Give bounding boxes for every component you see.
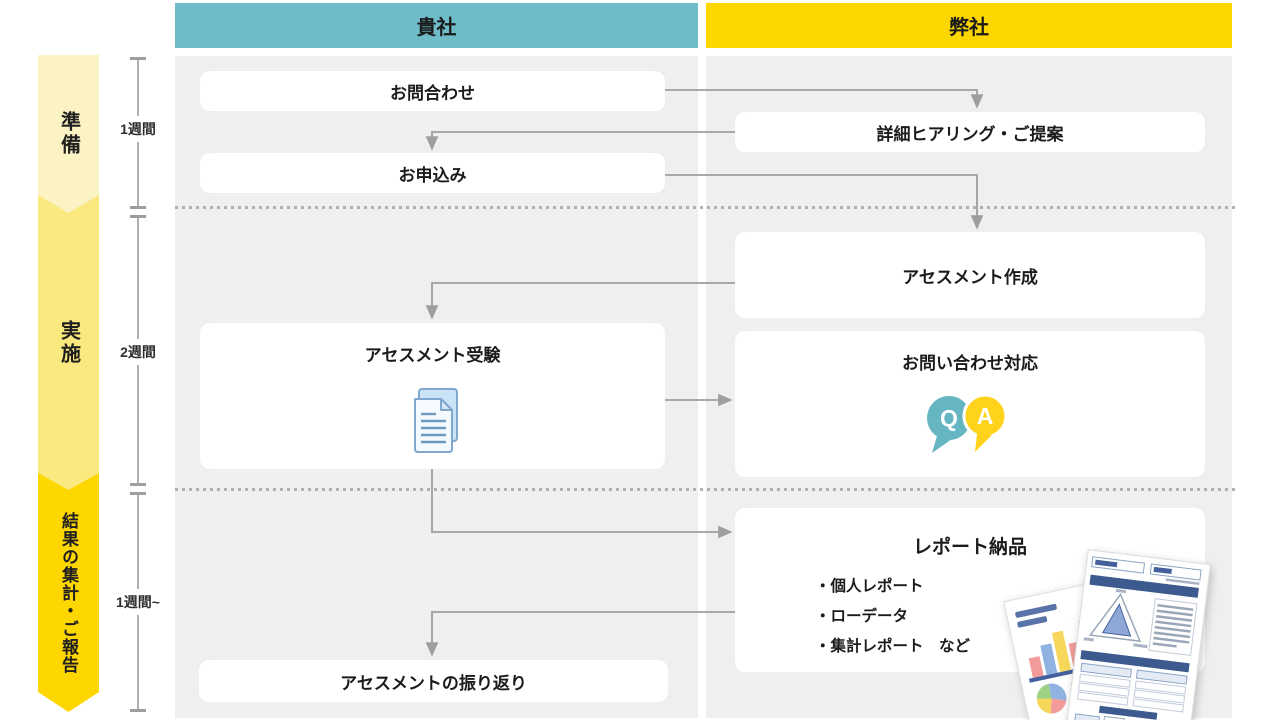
- client-column-label: 貴社: [416, 17, 457, 39]
- phase-ribbon-report: 結果の集計・ご報告: [38, 473, 99, 712]
- report-items-list: ・個人レポート ・ローデータ ・集計レポート など: [815, 572, 970, 662]
- assessment-taking-label: アセスメント受験: [364, 346, 501, 365]
- assessment-review-box: アセスメントの振り返り: [199, 660, 668, 702]
- phase-label-execution: 実施: [57, 319, 80, 366]
- timeline-tick: [130, 709, 146, 712]
- qa-a-letter: A: [977, 403, 994, 429]
- timeline-tick: [130, 206, 146, 209]
- phase-label-report: 結果の集計・ご報告: [59, 511, 78, 674]
- report-item: ・個人レポート: [815, 578, 924, 595]
- timeline-tick: [130, 57, 146, 60]
- phase-ribbon-preparation: 準備: [38, 55, 99, 213]
- report-item: ・集計レポート など: [815, 638, 971, 655]
- inquiry-support-label: お問い合わせ対応: [902, 354, 1038, 373]
- phase-ribbon-execution: 実施: [38, 195, 99, 490]
- vendor-column-header: 弊社: [706, 3, 1232, 48]
- qa-speech-bubbles-icon: Q A: [925, 393, 1017, 465]
- phase-separator-2: [175, 488, 1237, 491]
- report-delivery-label: レポート納品: [912, 537, 1027, 558]
- timeline-tick: [130, 492, 146, 495]
- duration-label-3: 1週間~: [102, 589, 174, 615]
- inquiry-label: お問合わせ: [390, 83, 475, 103]
- vendor-column-label: 弊社: [949, 17, 989, 39]
- timeline-tick: [130, 483, 146, 486]
- application-box: お申込み: [200, 153, 665, 193]
- timeline-tick: [130, 215, 146, 218]
- hearing-proposal-box: 詳細ヒアリング・ご提案: [735, 112, 1205, 152]
- report-summary-page-icon: [1065, 549, 1211, 720]
- report-item: ・ローデータ: [815, 608, 909, 625]
- assessment-review-label: アセスメントの振り返り: [340, 673, 527, 693]
- qa-q-letter: Q: [940, 405, 958, 431]
- document-stack-icon: [403, 386, 463, 461]
- assessment-creation-label: アセスメント作成: [902, 267, 1038, 287]
- phase-separator-1: [175, 206, 1237, 209]
- client-column-header: 貴社: [175, 3, 698, 48]
- hearing-proposal-label: 詳細ヒアリング・ご提案: [876, 124, 1064, 144]
- duration-label-2: 2週間: [102, 339, 174, 365]
- duration-label-1: 1週間: [102, 116, 174, 142]
- inquiry-box: お問合わせ: [200, 71, 665, 111]
- assessment-creation-box: アセスメント作成: [735, 232, 1205, 318]
- phase-label-preparation: 準備: [57, 111, 80, 157]
- application-label: お申込み: [398, 165, 467, 185]
